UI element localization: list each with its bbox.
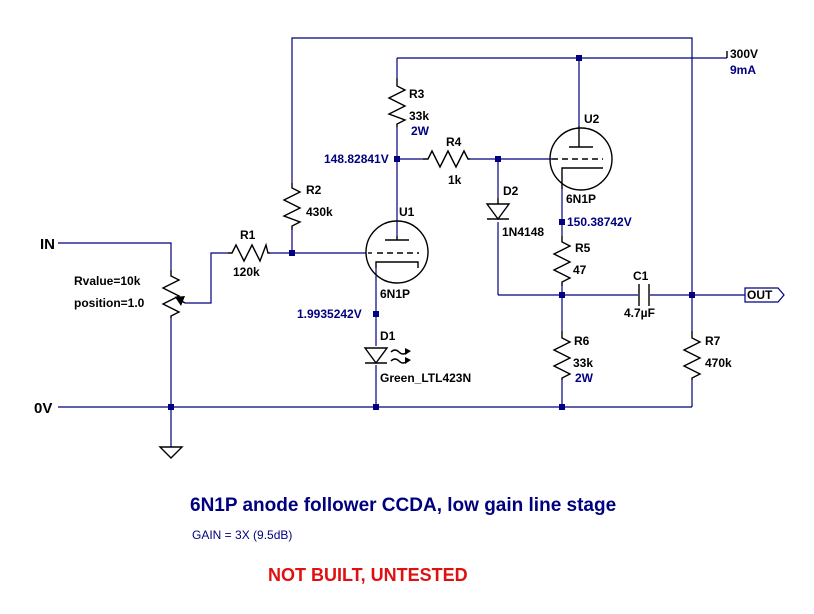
u2-cathode-voltage: 150.38742V [567, 215, 632, 229]
r7-name: R7 [705, 334, 721, 348]
pot-position: position=1.0 [74, 296, 145, 310]
resistor-r3 [387, 78, 407, 127]
u1-cathode-voltage: 1.9935242V [297, 307, 362, 321]
u1-value: 6N1P [380, 287, 410, 301]
r5-value: 47 [573, 263, 587, 277]
resistor-r5 [552, 236, 572, 286]
u2-name: U2 [584, 112, 600, 126]
d2-value: 1N4148 [502, 225, 544, 239]
r2-name: R2 [306, 183, 322, 197]
output-label: OUT [747, 288, 773, 302]
resistor-r4 [423, 149, 470, 169]
status-note: NOT BUILT, UNTESTED [268, 565, 468, 585]
input-label: IN [40, 236, 55, 253]
wires [58, 37, 745, 447]
supply-current: 9mA [730, 63, 756, 77]
r1-name: R1 [240, 228, 256, 242]
output-port [744, 287, 785, 303]
d2-name: D2 [503, 184, 519, 198]
resistor-r7 [682, 331, 702, 380]
r3-rating: 2W [411, 124, 430, 138]
resistor-r6 [552, 331, 572, 380]
pot-value: Rvalue=10k [74, 274, 141, 288]
supply-voltage: 300V [730, 47, 758, 61]
triode-u2 [549, 126, 613, 191]
d1-value: Green_LTL423N [380, 371, 471, 385]
potentiometer [161, 270, 186, 318]
r3-value: 33k [409, 109, 429, 123]
resistor-r2 [282, 183, 302, 230]
triode-u1 [365, 220, 429, 284]
r6-rating: 2W [575, 371, 594, 385]
ground-label: 0V [34, 400, 52, 417]
c1-name: C1 [633, 269, 649, 283]
capacitor-c1 [638, 284, 650, 306]
ground-symbol [158, 446, 184, 459]
c1-value: 4.7µF [624, 306, 655, 320]
led-d1 [363, 347, 411, 365]
r7-value: 470k [705, 356, 732, 370]
r2-value: 430k [306, 205, 333, 219]
r5-name: R5 [575, 241, 591, 255]
diode-d2 [485, 198, 511, 221]
r6-name: R6 [574, 334, 590, 348]
junctions [168, 55, 695, 410]
r4-value: 1k [448, 173, 462, 187]
schematic-title: 6N1P anode follower CCDA, low gain line … [190, 495, 616, 516]
r1-value: 120k [233, 265, 260, 279]
resistor-r1 [228, 242, 270, 263]
r3-name: R3 [409, 87, 425, 101]
u1-anode-voltage: 148.82841V [324, 152, 389, 166]
r6-value: 33k [573, 356, 593, 370]
gain-note: GAIN = 3X (9.5dB) [192, 528, 292, 542]
r4-name: R4 [446, 135, 462, 149]
u2-value: 6N1P [566, 192, 596, 206]
d1-name: D1 [380, 329, 396, 343]
u1-name: U1 [399, 205, 415, 219]
